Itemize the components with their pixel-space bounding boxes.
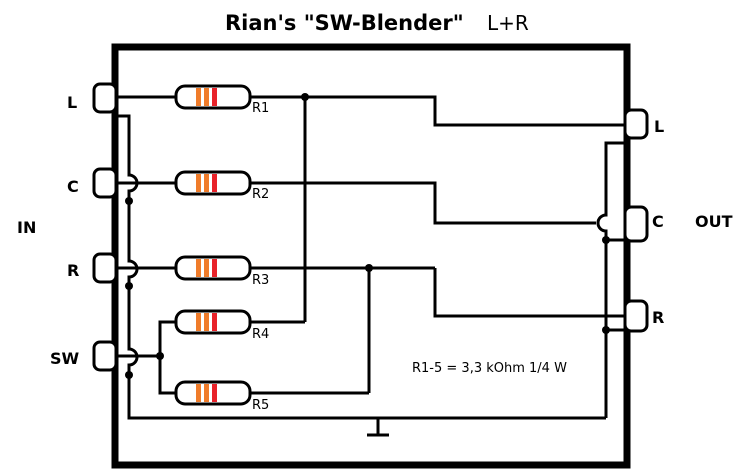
output-jack-c (623, 205, 649, 243)
input-label-sw: SW (50, 349, 80, 368)
resistor-label-r3: R3 (252, 273, 269, 288)
out-group-label: OUT (695, 212, 733, 231)
input-label-l: L (67, 93, 77, 112)
resistor-label-r2: R2 (252, 187, 269, 202)
resistor-label-r5: R5 (252, 398, 269, 413)
output-jack-r (623, 299, 649, 333)
output-jack-l (623, 108, 649, 140)
resistor-2 (174, 170, 252, 196)
output-label-l: L (654, 117, 664, 136)
input-jack-r (92, 252, 118, 284)
resistor-4 (174, 309, 252, 335)
resistor-spec-note: R1-5 = 3,3 kOhm 1/4 W (412, 361, 567, 376)
input-label-c: C (67, 177, 79, 196)
output-jacks (623, 108, 649, 333)
resistor-1 (174, 84, 252, 110)
resistor-label-r1: R1 (252, 101, 269, 116)
output-label-r: R (652, 308, 664, 327)
resistor-label-r4: R4 (252, 327, 269, 342)
diagram-title: Rian's "SW-Blender" (225, 11, 464, 35)
input-jack-l (92, 82, 118, 114)
diagram-title-suffix: L+R (487, 11, 529, 35)
resistor-5 (174, 380, 252, 406)
in-group-label: IN (17, 218, 36, 237)
junction-dots (125, 93, 610, 379)
output-label-c: C (652, 212, 664, 231)
input-label-r: R (67, 261, 79, 280)
resistor-3 (174, 255, 252, 281)
resistors (174, 84, 252, 406)
input-jack-c (92, 167, 118, 199)
input-jack-sw (92, 340, 118, 372)
